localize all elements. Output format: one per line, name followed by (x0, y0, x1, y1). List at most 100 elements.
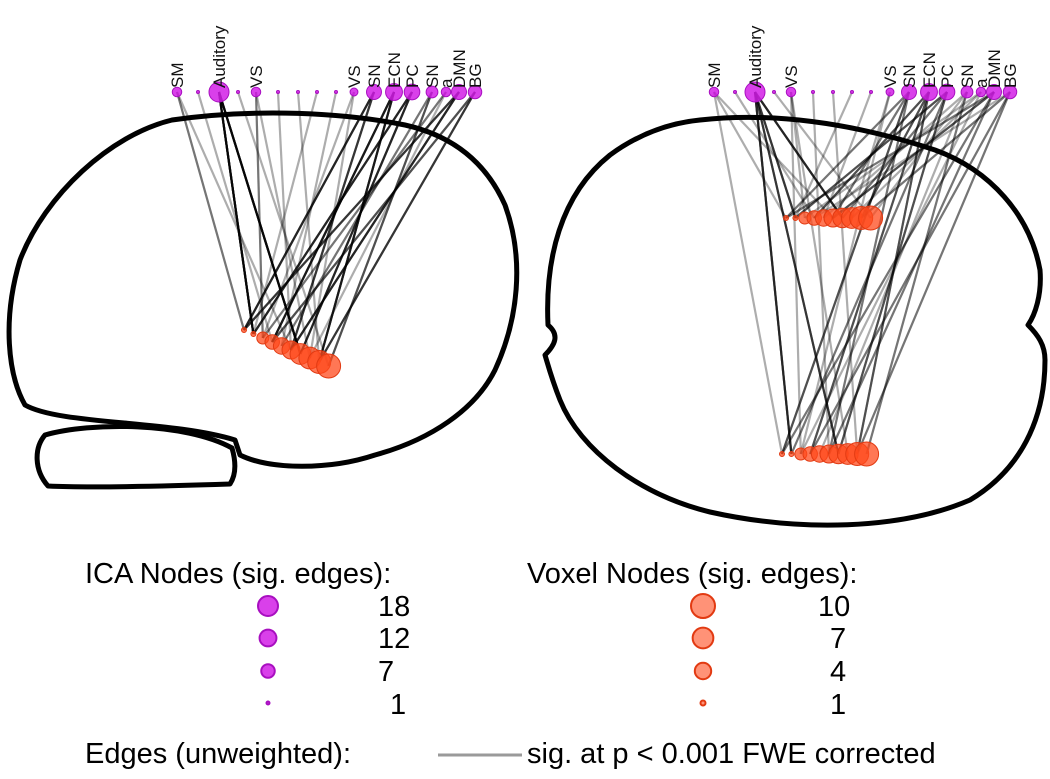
connection-edge (318, 91, 396, 363)
connection-edge (799, 91, 982, 455)
connection-edge (254, 91, 311, 359)
ica-node-label: VS (881, 65, 900, 88)
connection-edge (860, 91, 930, 219)
connection-edge (809, 91, 1011, 455)
connection-edge (790, 91, 949, 455)
connection-edge (754, 91, 844, 219)
ica-node-label: SN (423, 64, 442, 88)
ica-node-label: ECN (920, 52, 939, 88)
ica-node-label: Auditory (746, 25, 765, 88)
connection-edge (827, 91, 911, 455)
ica-legend-label: 18 (378, 591, 410, 623)
ica-node (425, 85, 439, 99)
ica-node (901, 84, 917, 100)
ica-node (171, 86, 183, 98)
connection-edge (832, 91, 995, 219)
ica-node-label: VS (247, 65, 266, 88)
connection-edge (790, 91, 949, 455)
ica-legend-swatch (258, 628, 278, 648)
connection-edge (254, 91, 264, 339)
connection-edge (811, 91, 831, 455)
connection-edge (831, 91, 859, 455)
ica-node (276, 90, 280, 94)
connection-edge (254, 91, 264, 339)
connection-edge (753, 91, 793, 455)
connection-edge (869, 91, 968, 219)
ica-node (785, 86, 797, 98)
connection-edge (271, 91, 476, 343)
ica-legend-swatch (265, 700, 271, 706)
connection-edge (217, 91, 302, 355)
connection-edge (794, 91, 854, 219)
ica-node (196, 90, 200, 94)
ica-node-label: DMN (450, 49, 469, 88)
voxel-legend-label: 10 (818, 591, 850, 623)
connection-edge (318, 91, 476, 363)
ica-node (250, 86, 262, 98)
ica-node (960, 85, 974, 99)
voxel-legend-entry: 4 (693, 656, 846, 688)
voxel-legend-label: 4 (830, 656, 846, 688)
connection-edge (318, 91, 476, 363)
connection-edge (271, 91, 395, 343)
connection-edge (785, 91, 995, 219)
connection-edge (318, 91, 476, 363)
cerebellum-outline (34, 423, 238, 490)
ica-node (236, 90, 240, 94)
ica-node (366, 84, 382, 100)
connection-edge (753, 91, 793, 455)
voxel-legend-swatch (690, 593, 716, 619)
voxel-node (792, 215, 799, 221)
ica-node-label: PC (403, 64, 422, 88)
connection-edge (217, 91, 255, 335)
connection-edge (252, 91, 413, 335)
connection-edge (753, 91, 840, 455)
ica-legend-label: 1 (390, 689, 406, 721)
voxel-node (788, 451, 795, 457)
connection-edge (822, 91, 968, 219)
connection-edge (271, 91, 395, 343)
ica-node-label: Auditory (210, 25, 229, 88)
connection-edge (243, 91, 375, 331)
ica-node (733, 90, 737, 94)
ica-node-label: a (437, 78, 456, 88)
connection-edge (252, 91, 413, 335)
connection-edge (271, 91, 476, 343)
connection-edge (318, 91, 396, 363)
connection-edge (856, 91, 1012, 455)
connection-edge (327, 91, 434, 367)
connection-edge (865, 91, 969, 455)
voxel-legend-entry: 10 (690, 591, 850, 623)
ica-legend-entry: 7 (260, 656, 394, 688)
connection-edge (261, 91, 447, 339)
connection-edge (243, 91, 375, 331)
axial-brain-outline (542, 114, 1048, 528)
connection-edge (822, 91, 873, 219)
connection-edge (813, 91, 1011, 219)
ica-node-label: BG (1001, 63, 1020, 88)
ica-node (208, 81, 230, 103)
connection-edge (261, 91, 447, 339)
connection-edge (271, 91, 395, 343)
connection-edge (217, 91, 302, 355)
connection-edge (856, 91, 1012, 455)
connection-edge (280, 91, 433, 347)
connection-edge (860, 91, 1011, 219)
connection-edge (299, 91, 414, 355)
connection-edge (280, 91, 433, 347)
ica-node (708, 86, 720, 98)
connection-edge (252, 91, 319, 335)
ica-node-label: VS (345, 65, 364, 88)
connection-edge (785, 91, 995, 219)
connection-edge (804, 91, 982, 219)
connection-edge (196, 91, 274, 343)
connection-edge (327, 91, 434, 367)
connection-edge (243, 91, 375, 331)
ica-node (349, 87, 359, 97)
connection-edge (785, 91, 910, 219)
connection-edge (217, 91, 302, 355)
connection-edge (809, 91, 931, 455)
connection-edge (832, 91, 910, 219)
connection-edge (856, 91, 931, 455)
connection-edge (236, 91, 330, 367)
